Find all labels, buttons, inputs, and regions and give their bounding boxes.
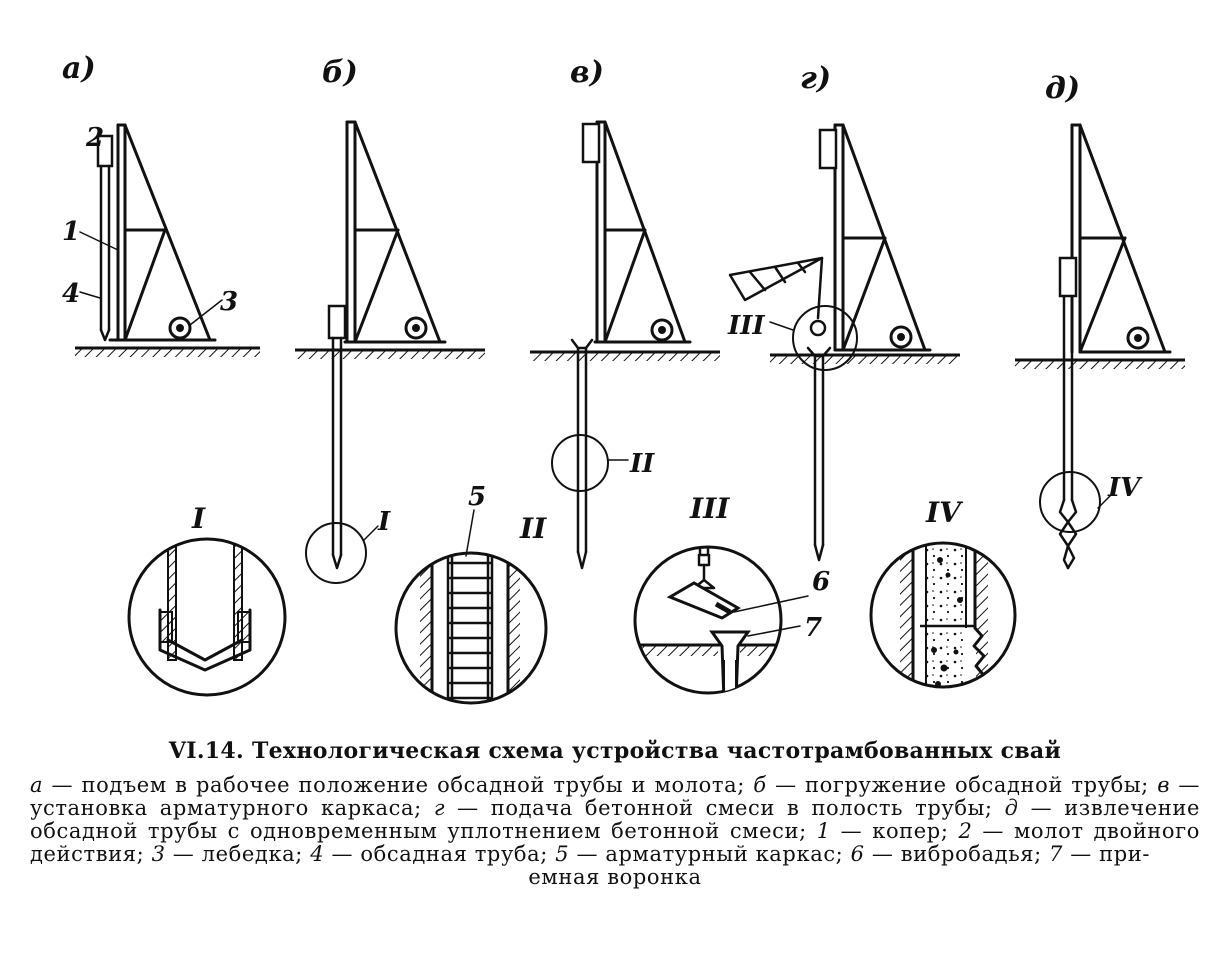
caption-item-text: — извлечение обсадной трубы с одновремен… bbox=[30, 796, 1200, 843]
winch-a bbox=[168, 316, 192, 340]
stage-letter-b: б) bbox=[322, 55, 358, 90]
caption-item-key: 5 bbox=[555, 842, 570, 866]
caption-item-key: 1 bbox=[816, 819, 831, 843]
stage-a: а) 2 1 4 3 bbox=[62, 51, 260, 357]
hammer-a bbox=[96, 134, 114, 168]
ground-hatch-b bbox=[295, 351, 485, 359]
pile-driver-frame-c bbox=[593, 120, 692, 344]
casing-pipe-a bbox=[99, 164, 111, 342]
casing-pipe-b bbox=[331, 336, 343, 570]
part-number-3: 3 bbox=[220, 287, 238, 317]
leader-IV bbox=[1097, 493, 1113, 509]
leader-lines-a bbox=[79, 231, 223, 326]
caption-item-text: — подъем в рабочее положение обсадной тр… bbox=[43, 773, 754, 797]
pile-driver-frame-b bbox=[343, 120, 447, 344]
detail-circle-III bbox=[792, 305, 858, 371]
ground-hatch-a bbox=[75, 349, 260, 357]
ground-hatch-e bbox=[1015, 361, 1185, 369]
hammer-b bbox=[327, 304, 347, 340]
hammer-d bbox=[818, 128, 838, 170]
stage-letter-e: д) bbox=[1045, 71, 1080, 106]
hammer-e bbox=[1058, 256, 1078, 298]
caption-item-key: б bbox=[753, 773, 767, 797]
caption-item-text: — обсадная труба; bbox=[324, 842, 556, 866]
casing-pipe-e bbox=[1058, 294, 1078, 570]
detail-label-II-callout: II bbox=[629, 449, 655, 479]
caption-item-key: г bbox=[433, 796, 446, 820]
detail-IV: IV bbox=[869, 496, 1017, 689]
winch-c bbox=[650, 318, 674, 342]
caption-body: а — подъем в рабочее положение обсадной … bbox=[30, 774, 1200, 866]
winch-d bbox=[889, 325, 913, 349]
detail-III: III 6 7 bbox=[633, 492, 830, 695]
stage-letter-d: г) bbox=[800, 61, 831, 96]
caption-item-key: 7 bbox=[1049, 842, 1064, 866]
detail-label-II: II bbox=[519, 512, 547, 545]
caption-item-text: — копер; bbox=[830, 819, 959, 843]
part-number-4: 4 bbox=[62, 279, 80, 309]
stage-d: г) bbox=[727, 61, 960, 562]
part-number-2: 2 bbox=[85, 123, 104, 153]
hammer-c bbox=[581, 122, 601, 164]
stage-letter-c: в) bbox=[570, 55, 604, 90]
detail-label-I-callout: I bbox=[377, 507, 391, 537]
detail-circle-II bbox=[551, 434, 609, 492]
caption-item-key: 2 bbox=[958, 819, 973, 843]
casing-pipe-d bbox=[806, 346, 832, 562]
caption-item-text: — при- bbox=[1063, 842, 1151, 866]
caption-item-key: 4 bbox=[310, 842, 325, 866]
caption-item-key: а bbox=[30, 773, 44, 797]
leader-III bbox=[769, 321, 794, 331]
stage-e: д) IV bbox=[1015, 71, 1185, 570]
stage-letter-a: а) bbox=[62, 51, 96, 86]
caption-item-text: — молот двойного действия; bbox=[30, 819, 1200, 866]
caption-item-key: в bbox=[1157, 773, 1171, 797]
detail-label-III-callout: III bbox=[727, 311, 765, 341]
part-number-7: 7 bbox=[804, 613, 822, 643]
vibro-bucket-d bbox=[809, 319, 827, 337]
detail-II: 5 II bbox=[394, 482, 548, 705]
part-number-5: 5 bbox=[468, 482, 486, 512]
detail-circle-IV bbox=[1039, 471, 1101, 533]
caption-item-text: — арматурный каркас; bbox=[569, 842, 851, 866]
leader-I bbox=[363, 525, 379, 541]
part-number-1: 1 bbox=[62, 217, 80, 247]
caption-title: VI.14. Технологическая схема устройства … bbox=[168, 738, 1062, 764]
detail-label-III: III bbox=[689, 492, 730, 525]
caption-item-text: — погружение обсадной трубы; bbox=[766, 773, 1158, 797]
detail-circle-I bbox=[305, 522, 367, 584]
pile-driver-frame-e bbox=[1070, 123, 1172, 354]
caption-item-text: — установка арматурного каркаса; bbox=[30, 773, 1200, 820]
part-number-6: 6 bbox=[812, 567, 830, 597]
caption-item-key: 3 bbox=[151, 842, 166, 866]
winch-e bbox=[1126, 326, 1150, 350]
figure-caption: VI.14. Технологическая схема устройства … bbox=[30, 738, 1200, 889]
ground-hatch-d bbox=[770, 356, 960, 364]
diagram-figure: а) 2 1 4 3 bbox=[62, 51, 1185, 705]
winch-b bbox=[404, 316, 428, 340]
detail-label-IV-callout: IV bbox=[1107, 473, 1143, 503]
pile-driver-frame-a bbox=[108, 123, 217, 342]
caption-last-line: емная воронка bbox=[528, 865, 702, 889]
detail-label-I: I bbox=[191, 502, 206, 535]
caption-item-text: — подача бетонной смеси в полость трубы; bbox=[445, 796, 1005, 820]
caption-item-text: — вибробадья; bbox=[864, 842, 1050, 866]
caption-item-key: д bbox=[1004, 796, 1019, 820]
feed-boom-d bbox=[728, 256, 824, 320]
casing-pipe-c bbox=[570, 338, 594, 570]
ground-hatch-c bbox=[530, 353, 720, 361]
detail-I: I bbox=[127, 502, 287, 697]
stage-b: б) I bbox=[295, 55, 485, 584]
stage-c: в) II bbox=[530, 55, 720, 570]
caption-item-text: — лебедка; bbox=[165, 842, 311, 866]
detail-label-IV: IV bbox=[925, 496, 964, 529]
caption-item-key: 6 bbox=[850, 842, 865, 866]
